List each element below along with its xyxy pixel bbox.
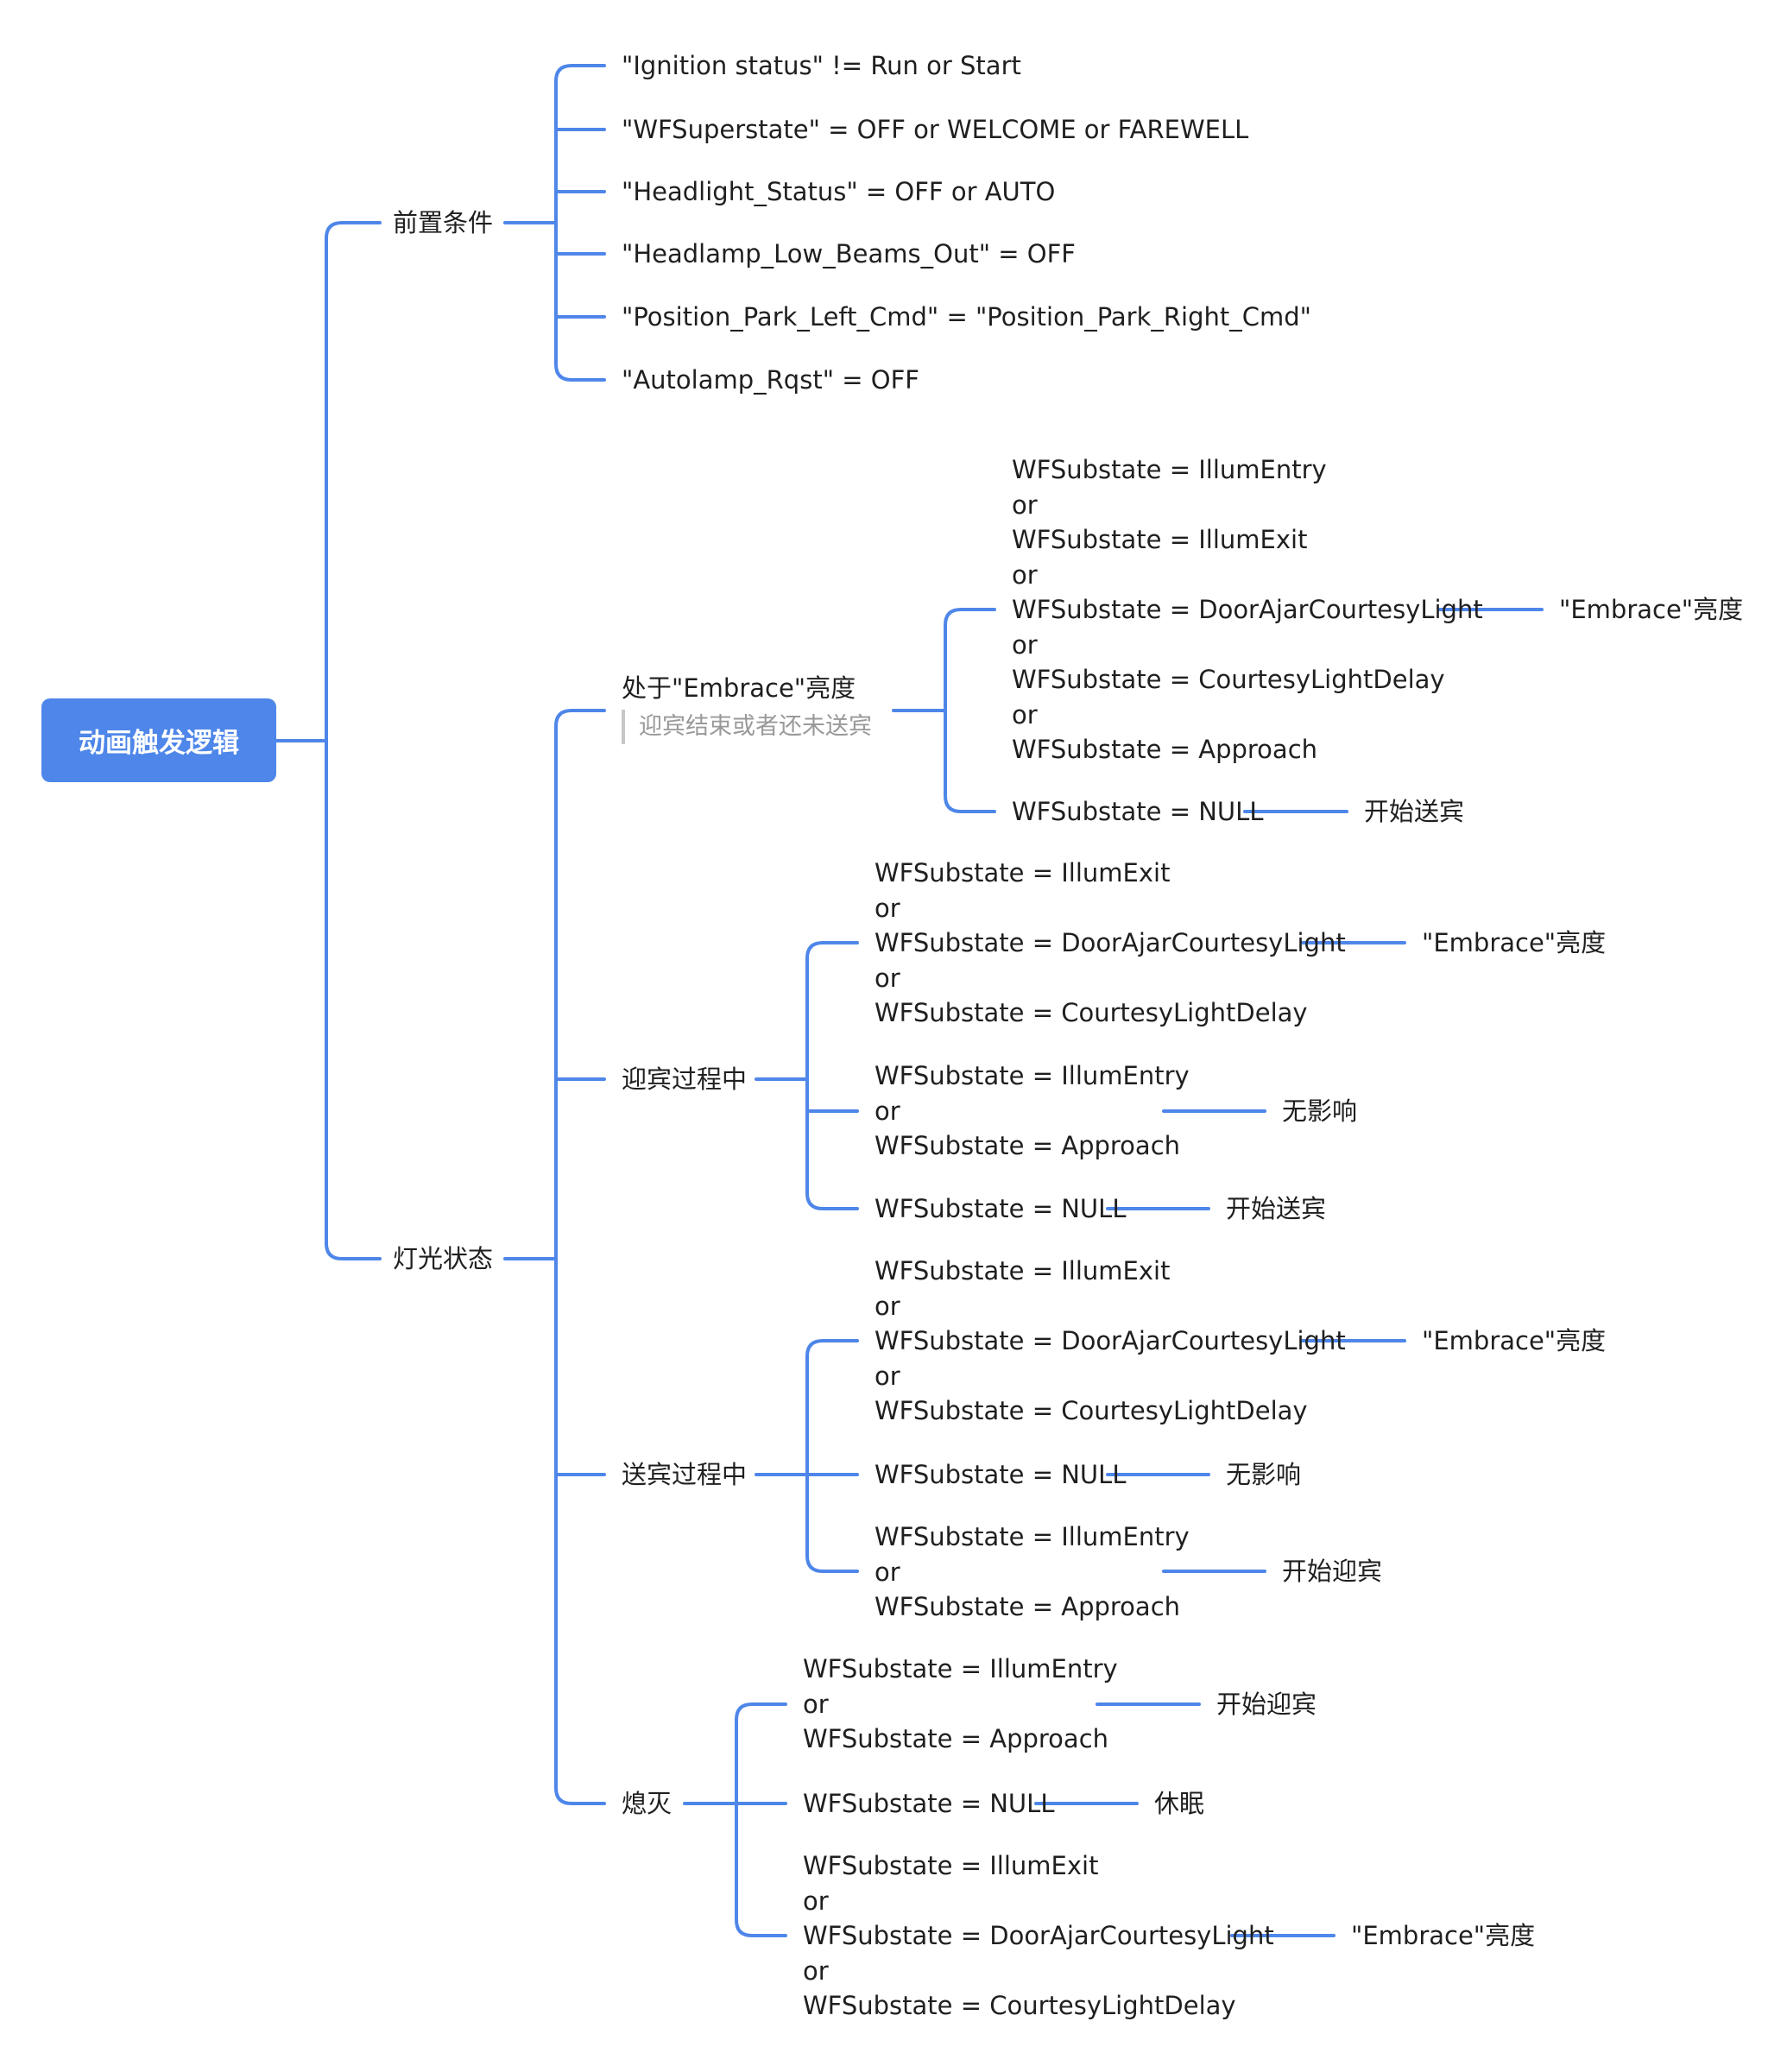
condition-block[interactable]: WFSubstate = IllumEntry or WFSubstate = … — [875, 1519, 1190, 1625]
condition-line: or — [1012, 559, 1038, 590]
connector — [554, 64, 606, 382]
embrace-condition-block[interactable]: WFSubstate = IllumEntry or WFSubstate = … — [1012, 452, 1483, 768]
farewell-state-node[interactable]: 送宾过程中 — [622, 1460, 748, 1489]
result-node[interactable]: 开始送宾 — [1226, 1194, 1327, 1223]
condition-line: WFSubstate = IllumEntry — [803, 1654, 1118, 1684]
precondition-item[interactable]: "Headlight_Status" = OFF or AUTO — [622, 177, 1056, 206]
light-state-node[interactable]: 灯光状态 — [393, 1244, 494, 1273]
condition-node[interactable]: WFSubstate = NULL — [1012, 797, 1264, 826]
condition-line: or — [1012, 490, 1038, 520]
condition-line: or — [1012, 699, 1038, 730]
connector — [735, 1702, 787, 1937]
result-node[interactable]: 开始迎宾 — [1216, 1690, 1317, 1719]
connector — [944, 608, 996, 813]
off-state-node[interactable]: 熄灭 — [622, 1789, 672, 1818]
result-node[interactable]: "Embrace"亮度 — [1559, 595, 1744, 624]
root-node-label: 动画触发逻辑 — [79, 728, 239, 759]
condition-line: WFSubstate = IllumEntry — [875, 1522, 1190, 1551]
root-node[interactable]: 动画触发逻辑 — [41, 698, 276, 782]
precondition-item[interactable]: "WFSuperstate" = OFF or WELCOME or FAREW… — [622, 115, 1249, 144]
connector — [554, 709, 606, 1805]
condition-line: WFSubstate = IllumExit — [1012, 525, 1308, 554]
condition-node[interactable]: WFSubstate = NULL — [875, 1460, 1127, 1489]
condition-line: or — [875, 893, 900, 923]
condition-block[interactable]: WFSubstate = IllumExit or WFSubstate = D… — [875, 1254, 1346, 1429]
condition-line: WFSubstate = CourtesyLightDelay — [875, 1396, 1308, 1425]
condition-line: WFSubstate = CourtesyLightDelay — [803, 1991, 1236, 2020]
condition-line: WFSubstate = CourtesyLightDelay — [875, 998, 1308, 1027]
condition-line: or — [875, 1557, 900, 1587]
condition-node[interactable]: WFSubstate = NULL — [875, 1194, 1127, 1223]
condition-line: or — [803, 1886, 829, 1916]
condition-block[interactable]: WFSubstate = IllumExit or WFSubstate = D… — [803, 1848, 1274, 2024]
preconditions-node[interactable]: 前置条件 — [393, 208, 494, 237]
condition-line: or — [875, 1361, 900, 1391]
condition-line: WFSubstate = IllumExit — [875, 858, 1171, 888]
condition-block[interactable]: WFSubstate = IllumExit or WFSubstate = D… — [875, 856, 1346, 1031]
result-node[interactable]: 无影响 — [1282, 1096, 1358, 1126]
condition-node[interactable]: WFSubstate = NULL — [803, 1789, 1055, 1818]
condition-line: WFSubstate = DoorAjarCourtesyLight — [875, 1326, 1346, 1355]
welcoming-state-node[interactable]: 迎宾过程中 — [622, 1064, 748, 1094]
precondition-item[interactable]: "Headlamp_Low_Beams_Out" = OFF — [622, 239, 1076, 268]
condition-line: WFSubstate = DoorAjarCourtesyLight — [803, 1921, 1274, 1950]
condition-line: WFSubstate = Approach — [875, 1592, 1181, 1621]
condition-line: WFSubstate = Approach — [803, 1724, 1109, 1753]
precondition-item[interactable]: "Position_Park_Left_Cmd" = "Position_Par… — [622, 302, 1312, 332]
result-node[interactable]: 无影响 — [1226, 1460, 1302, 1489]
result-node[interactable]: 休眠 — [1154, 1789, 1205, 1818]
condition-block[interactable]: WFSubstate = IllumEntry or WFSubstate = … — [803, 1652, 1118, 1757]
condition-line: WFSubstate = Approach — [1012, 735, 1318, 764]
condition-line: WFSubstate = IllumExit — [803, 1851, 1099, 1880]
condition-line: WFSubstate = DoorAjarCourtesyLight — [875, 928, 1346, 957]
precondition-item[interactable]: "Ignition status" != Run or Start — [622, 51, 1021, 80]
result-node[interactable]: "Embrace"亮度 — [1422, 1326, 1607, 1355]
condition-line: WFSubstate = Approach — [875, 1131, 1181, 1160]
embrace-state-note: 迎宾结束或者还未送宾 — [622, 710, 872, 744]
condition-line: WFSubstate = IllumEntry — [1012, 455, 1327, 484]
condition-line: or — [875, 1096, 900, 1126]
result-node[interactable]: "Embrace"亮度 — [1351, 1921, 1536, 1950]
condition-line: WFSubstate = IllumExit — [875, 1256, 1171, 1286]
condition-line: or — [803, 1689, 829, 1719]
condition-line: or — [803, 1955, 829, 1986]
result-node[interactable]: "Embrace"亮度 — [1422, 928, 1607, 957]
condition-line: WFSubstate = CourtesyLightDelay — [1012, 665, 1445, 694]
condition-line: or — [875, 1291, 900, 1321]
condition-line: or — [1012, 629, 1038, 660]
result-node[interactable]: 开始送宾 — [1364, 797, 1465, 826]
connector — [805, 1339, 859, 1573]
connector — [325, 221, 382, 1260]
precondition-item[interactable]: "Autolamp_Rqst" = OFF — [622, 365, 919, 395]
embrace-state-node[interactable]: 处于"Embrace"亮度 — [622, 673, 856, 703]
condition-line: WFSubstate = IllumEntry — [875, 1061, 1190, 1090]
connector — [805, 941, 859, 1210]
condition-line: or — [875, 963, 900, 993]
condition-line: WFSubstate = DoorAjarCourtesyLight — [1012, 595, 1483, 624]
result-node[interactable]: 开始迎宾 — [1282, 1557, 1383, 1586]
condition-block[interactable]: WFSubstate = IllumEntry or WFSubstate = … — [875, 1058, 1190, 1164]
